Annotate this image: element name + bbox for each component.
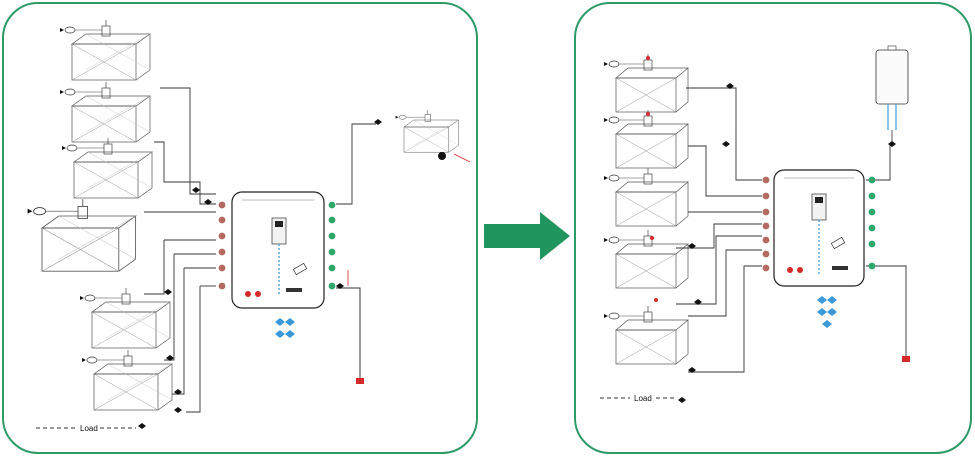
tubing <box>676 87 907 373</box>
vessel <box>59 81 151 143</box>
vessel <box>603 229 689 289</box>
drain-line <box>347 270 364 384</box>
after-diagram: Load <box>600 45 910 403</box>
before-diagram: Load <box>26 19 471 433</box>
vessel <box>26 198 137 272</box>
load-indicator: Load <box>600 394 676 403</box>
filter-cartridges <box>275 318 295 338</box>
iv-bag <box>875 45 909 147</box>
control-unit <box>773 169 865 287</box>
vessel <box>603 53 689 113</box>
vessel <box>79 287 171 349</box>
right-arrow-icon <box>484 212 570 260</box>
load-label: Load <box>634 394 652 403</box>
outlet-ports <box>328 201 336 290</box>
outlet-ports <box>868 176 876 270</box>
vessel <box>603 109 689 169</box>
load-label: Load <box>80 424 98 433</box>
sample-vessel <box>395 109 471 163</box>
before-diagram-panel: Load <box>2 2 478 454</box>
load-indicator: Load <box>36 424 136 433</box>
vessel <box>603 305 689 365</box>
filter-cartridges <box>817 296 837 328</box>
vessel <box>59 19 151 81</box>
inlet-ports <box>218 201 226 290</box>
vessel <box>61 137 153 199</box>
after-diagram-panel: Load <box>574 2 972 454</box>
vessel <box>81 349 173 411</box>
vessel <box>603 167 689 227</box>
inlet-ports <box>762 176 770 272</box>
drain-line <box>902 356 910 362</box>
control-unit <box>231 191 325 309</box>
sensor-markers <box>646 56 658 302</box>
